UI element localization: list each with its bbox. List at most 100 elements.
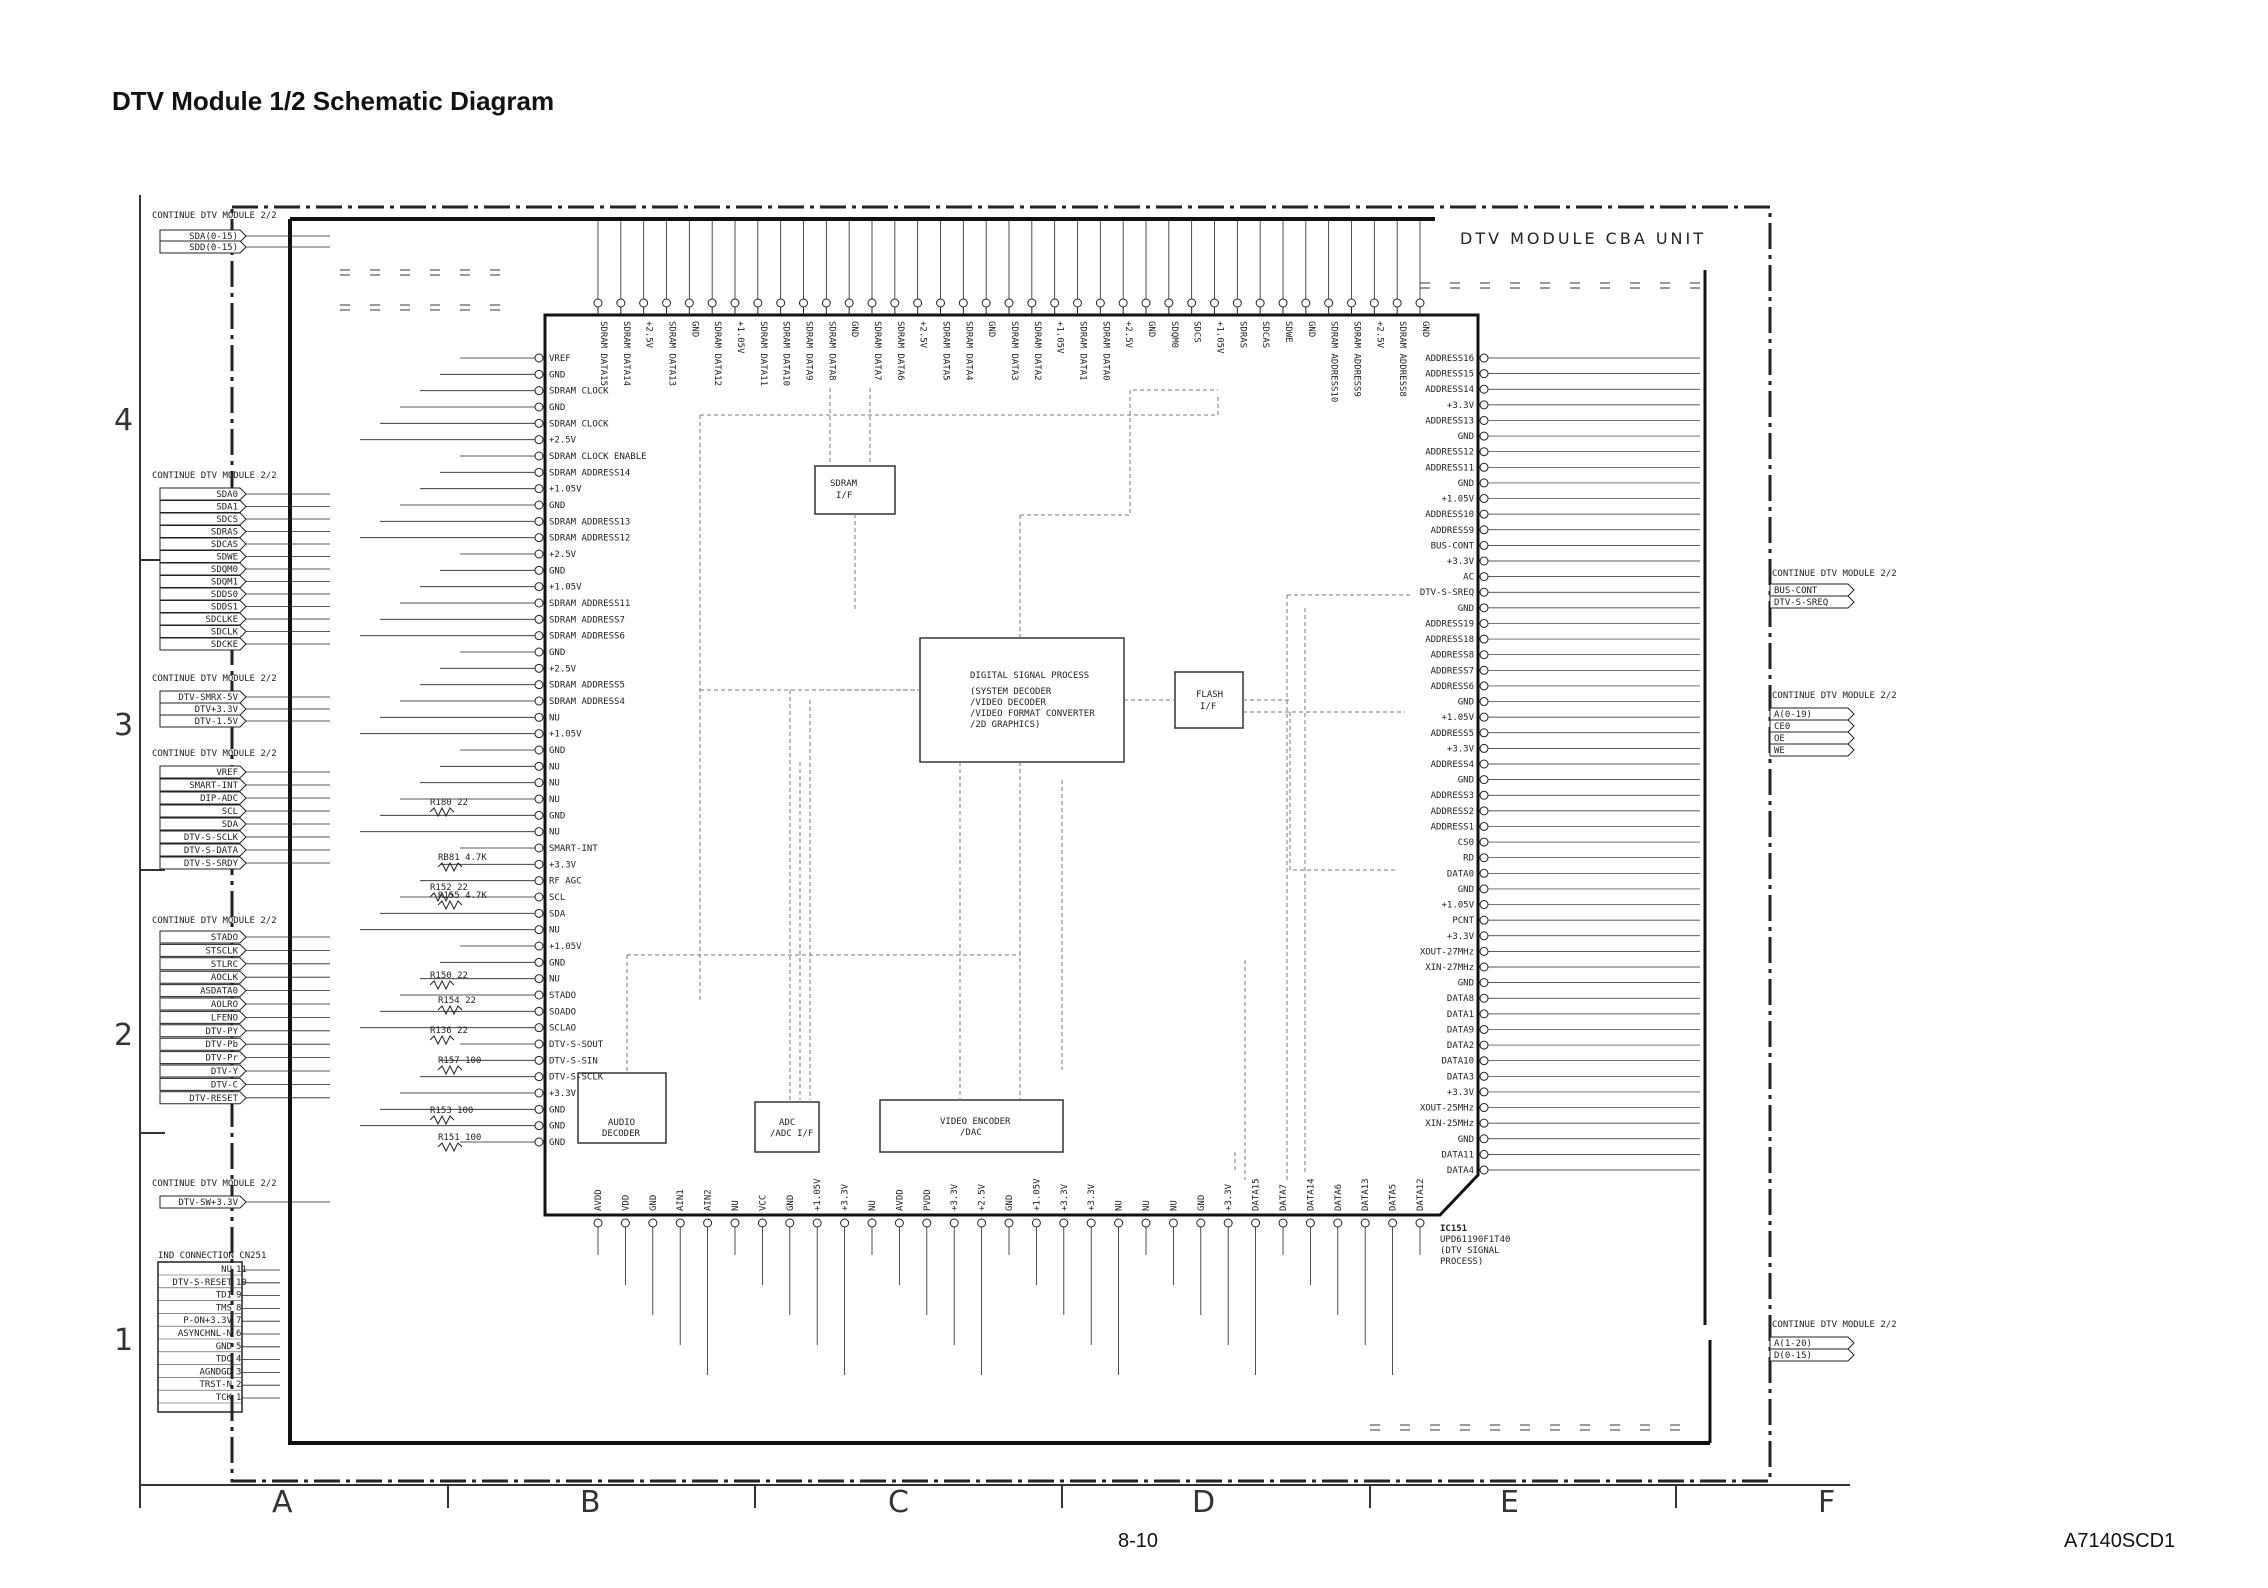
ic-top-pin-label: +2.5V bbox=[1123, 321, 1133, 349]
cn251-pin-label: TCK bbox=[216, 1393, 233, 1403]
ic-top-pin-label: SDRAM ADDRESS8 bbox=[1397, 321, 1407, 397]
grp1-signal-label: SDCLKE bbox=[205, 615, 238, 625]
ic-left-pin-label: SDRAM ADDRESS7 bbox=[549, 615, 625, 625]
ic-top-pin-pad bbox=[593, 298, 603, 308]
ic-left-pin-pad bbox=[534, 402, 544, 412]
ic-left-pin-label: SDRAM ADDRESS12 bbox=[549, 534, 630, 544]
ic-bottom-pin-pad bbox=[1305, 1218, 1315, 1228]
ic-top-pin-pad bbox=[1073, 298, 1082, 308]
ic-right-pin-pad bbox=[1479, 400, 1489, 410]
resistor-symbol bbox=[429, 806, 455, 818]
continue-label-top: CONTINUE DTV MODULE 2/2 bbox=[152, 211, 277, 221]
ic-left-pin-pad bbox=[534, 925, 544, 935]
ic-top-pin-pad bbox=[1027, 298, 1037, 308]
ic-right-pin-label: ADDRESS19 bbox=[1425, 619, 1474, 629]
grp4-signal-arrow bbox=[159, 943, 247, 957]
resistor-symbol bbox=[437, 861, 463, 873]
grp1-signal-arrow bbox=[159, 525, 247, 538]
ic-right-pin-label: ADDRESS9 bbox=[1431, 526, 1474, 536]
grp4-signal-label: STSCLK bbox=[205, 946, 238, 956]
right-grp2-signal-arrow bbox=[1769, 743, 1855, 757]
ic-left-pin-label: VREF bbox=[549, 354, 571, 364]
ic-right-pin-pad bbox=[1479, 1024, 1489, 1034]
ic-right-pin-label: GND bbox=[1458, 604, 1474, 614]
ic-top-pin-pad bbox=[1301, 298, 1311, 308]
grp3-signal-label: DTV-S-SRDY bbox=[184, 859, 239, 869]
grp1-signal-label: SDA1 bbox=[216, 503, 238, 513]
ic-right-pin-label: DATA1 bbox=[1447, 1010, 1474, 1020]
grp1-signal-label: SDQM0 bbox=[211, 565, 238, 575]
right-grp2-signal-arrow bbox=[1769, 731, 1855, 745]
grp4-signal-arrow bbox=[159, 984, 247, 998]
ic-top-pin-label: SDRAM DATA0 bbox=[1100, 321, 1110, 381]
ic-left-pin-label: SDRAM CLOCK bbox=[549, 387, 609, 397]
ic-bottom-pin-label: +1.05V bbox=[813, 1178, 823, 1211]
grid-col-f: F bbox=[1818, 1485, 1835, 1520]
ic-bottom-pin-label: DATA5 bbox=[1389, 1184, 1399, 1211]
grp5-signal-arrow bbox=[159, 1195, 247, 1209]
ic-bottom-pin-pad bbox=[1114, 1218, 1124, 1228]
grp1-signal-arrow bbox=[159, 600, 247, 613]
grp1-signal-label: SDQM1 bbox=[211, 578, 238, 588]
ic-right-pin-label: DATA8 bbox=[1447, 994, 1474, 1004]
ic-left-pin-label: SDRAM CLOCK bbox=[549, 419, 609, 429]
ic-right-pin-pad bbox=[1479, 946, 1489, 956]
ic-top-pin-pad bbox=[799, 298, 808, 308]
ic-right-pin-label: ADDRESS10 bbox=[1425, 510, 1474, 520]
ic-top-pin-label: GND bbox=[849, 321, 859, 337]
ic-left-pin-label: SDRAM CLOCK ENABLE bbox=[549, 452, 647, 462]
ic-left-pin-pad bbox=[534, 663, 544, 673]
grp1-signal-arrow bbox=[159, 587, 247, 601]
continue-label-g3: CONTINUE DTV MODULE 2/2 bbox=[152, 749, 277, 759]
dsp-label-4: /VIDEO FORMAT CONVERTER bbox=[970, 709, 1095, 719]
cn251-pin-number: 3 bbox=[236, 1367, 241, 1377]
ic-right-pin-pad bbox=[1479, 915, 1489, 925]
ic-right-pin-label: +3.3V bbox=[1447, 557, 1475, 567]
ic-top-pin-label: SDWE bbox=[1283, 321, 1293, 343]
grid-col-e: E bbox=[1500, 1485, 1519, 1520]
resistor-symbol bbox=[429, 1034, 455, 1046]
board-frame bbox=[230, 205, 1772, 1483]
right-bus-signal-arrow bbox=[1769, 595, 1855, 609]
grp4-signal-label: DTV-Pb bbox=[205, 1040, 238, 1050]
video-encoder-label-1: VIDEO ENCODER bbox=[940, 1117, 1011, 1127]
cn251-pin-label: P-ON+3.3V bbox=[183, 1316, 232, 1326]
ic-bottom-pin-label: DATA12 bbox=[1416, 1178, 1426, 1211]
ic-top-pin-pad bbox=[1255, 298, 1265, 308]
ic-top-pin-label: SDRAM DATA12 bbox=[712, 321, 722, 386]
ic-right-pin-pad bbox=[1479, 931, 1489, 941]
ic-top-pin-label: SDRAM DATA1 bbox=[1078, 321, 1088, 381]
ic-left-pin-pad bbox=[534, 451, 544, 461]
ic-left-pin-label: GND bbox=[549, 403, 565, 413]
ic-right-pin-pad bbox=[1479, 650, 1489, 660]
ic-left-pin-pad bbox=[534, 549, 544, 559]
ic-top-pin-label: GND bbox=[1146, 321, 1156, 337]
ic-top-pin-label: +2.5V bbox=[644, 321, 654, 349]
ic-top-pin-pad bbox=[1141, 298, 1151, 308]
ic-left-pin-label: +1.05V bbox=[549, 485, 582, 495]
grp3-signal-arrow bbox=[159, 778, 247, 792]
dsp-block bbox=[919, 637, 1125, 763]
ic-left-pin-pad bbox=[534, 565, 544, 575]
ic-top-pin-label: SDRAM DATA10 bbox=[781, 321, 791, 386]
ic-bottom-pin-pad bbox=[894, 1218, 904, 1228]
ic-left-pin-label: DTV-S-SOUT bbox=[549, 1040, 604, 1050]
cn251-pin-number: 1 bbox=[236, 1393, 241, 1403]
ic-right-pin-label: GND bbox=[1458, 479, 1474, 489]
grp2-signal-arrow bbox=[159, 690, 247, 704]
adc-label-1: ADC bbox=[779, 1118, 795, 1128]
ic-left-pin-pad bbox=[534, 745, 544, 755]
internal-signal-paths bbox=[626, 388, 1410, 1180]
ic-right-pin-pad bbox=[1479, 743, 1489, 753]
ic-right-pin-label: DATA11 bbox=[1441, 1150, 1474, 1160]
ic-left-pin-pad bbox=[534, 696, 544, 706]
continue-label-g1: CONTINUE DTV MODULE 2/2 bbox=[152, 471, 277, 481]
dsp-label-5: /2D GRAPHICS) bbox=[970, 720, 1040, 730]
ic-left-pin-label: SCLAO bbox=[549, 1024, 576, 1034]
ic-bottom-pin-pad bbox=[977, 1218, 987, 1228]
ic-bottom-pin-pad bbox=[1168, 1218, 1178, 1228]
right-bus-signal-arrow bbox=[1769, 583, 1855, 597]
ic-left-pin-label: +3.3V bbox=[549, 860, 577, 870]
right-grp2-signal-label: OE bbox=[1774, 734, 1785, 744]
